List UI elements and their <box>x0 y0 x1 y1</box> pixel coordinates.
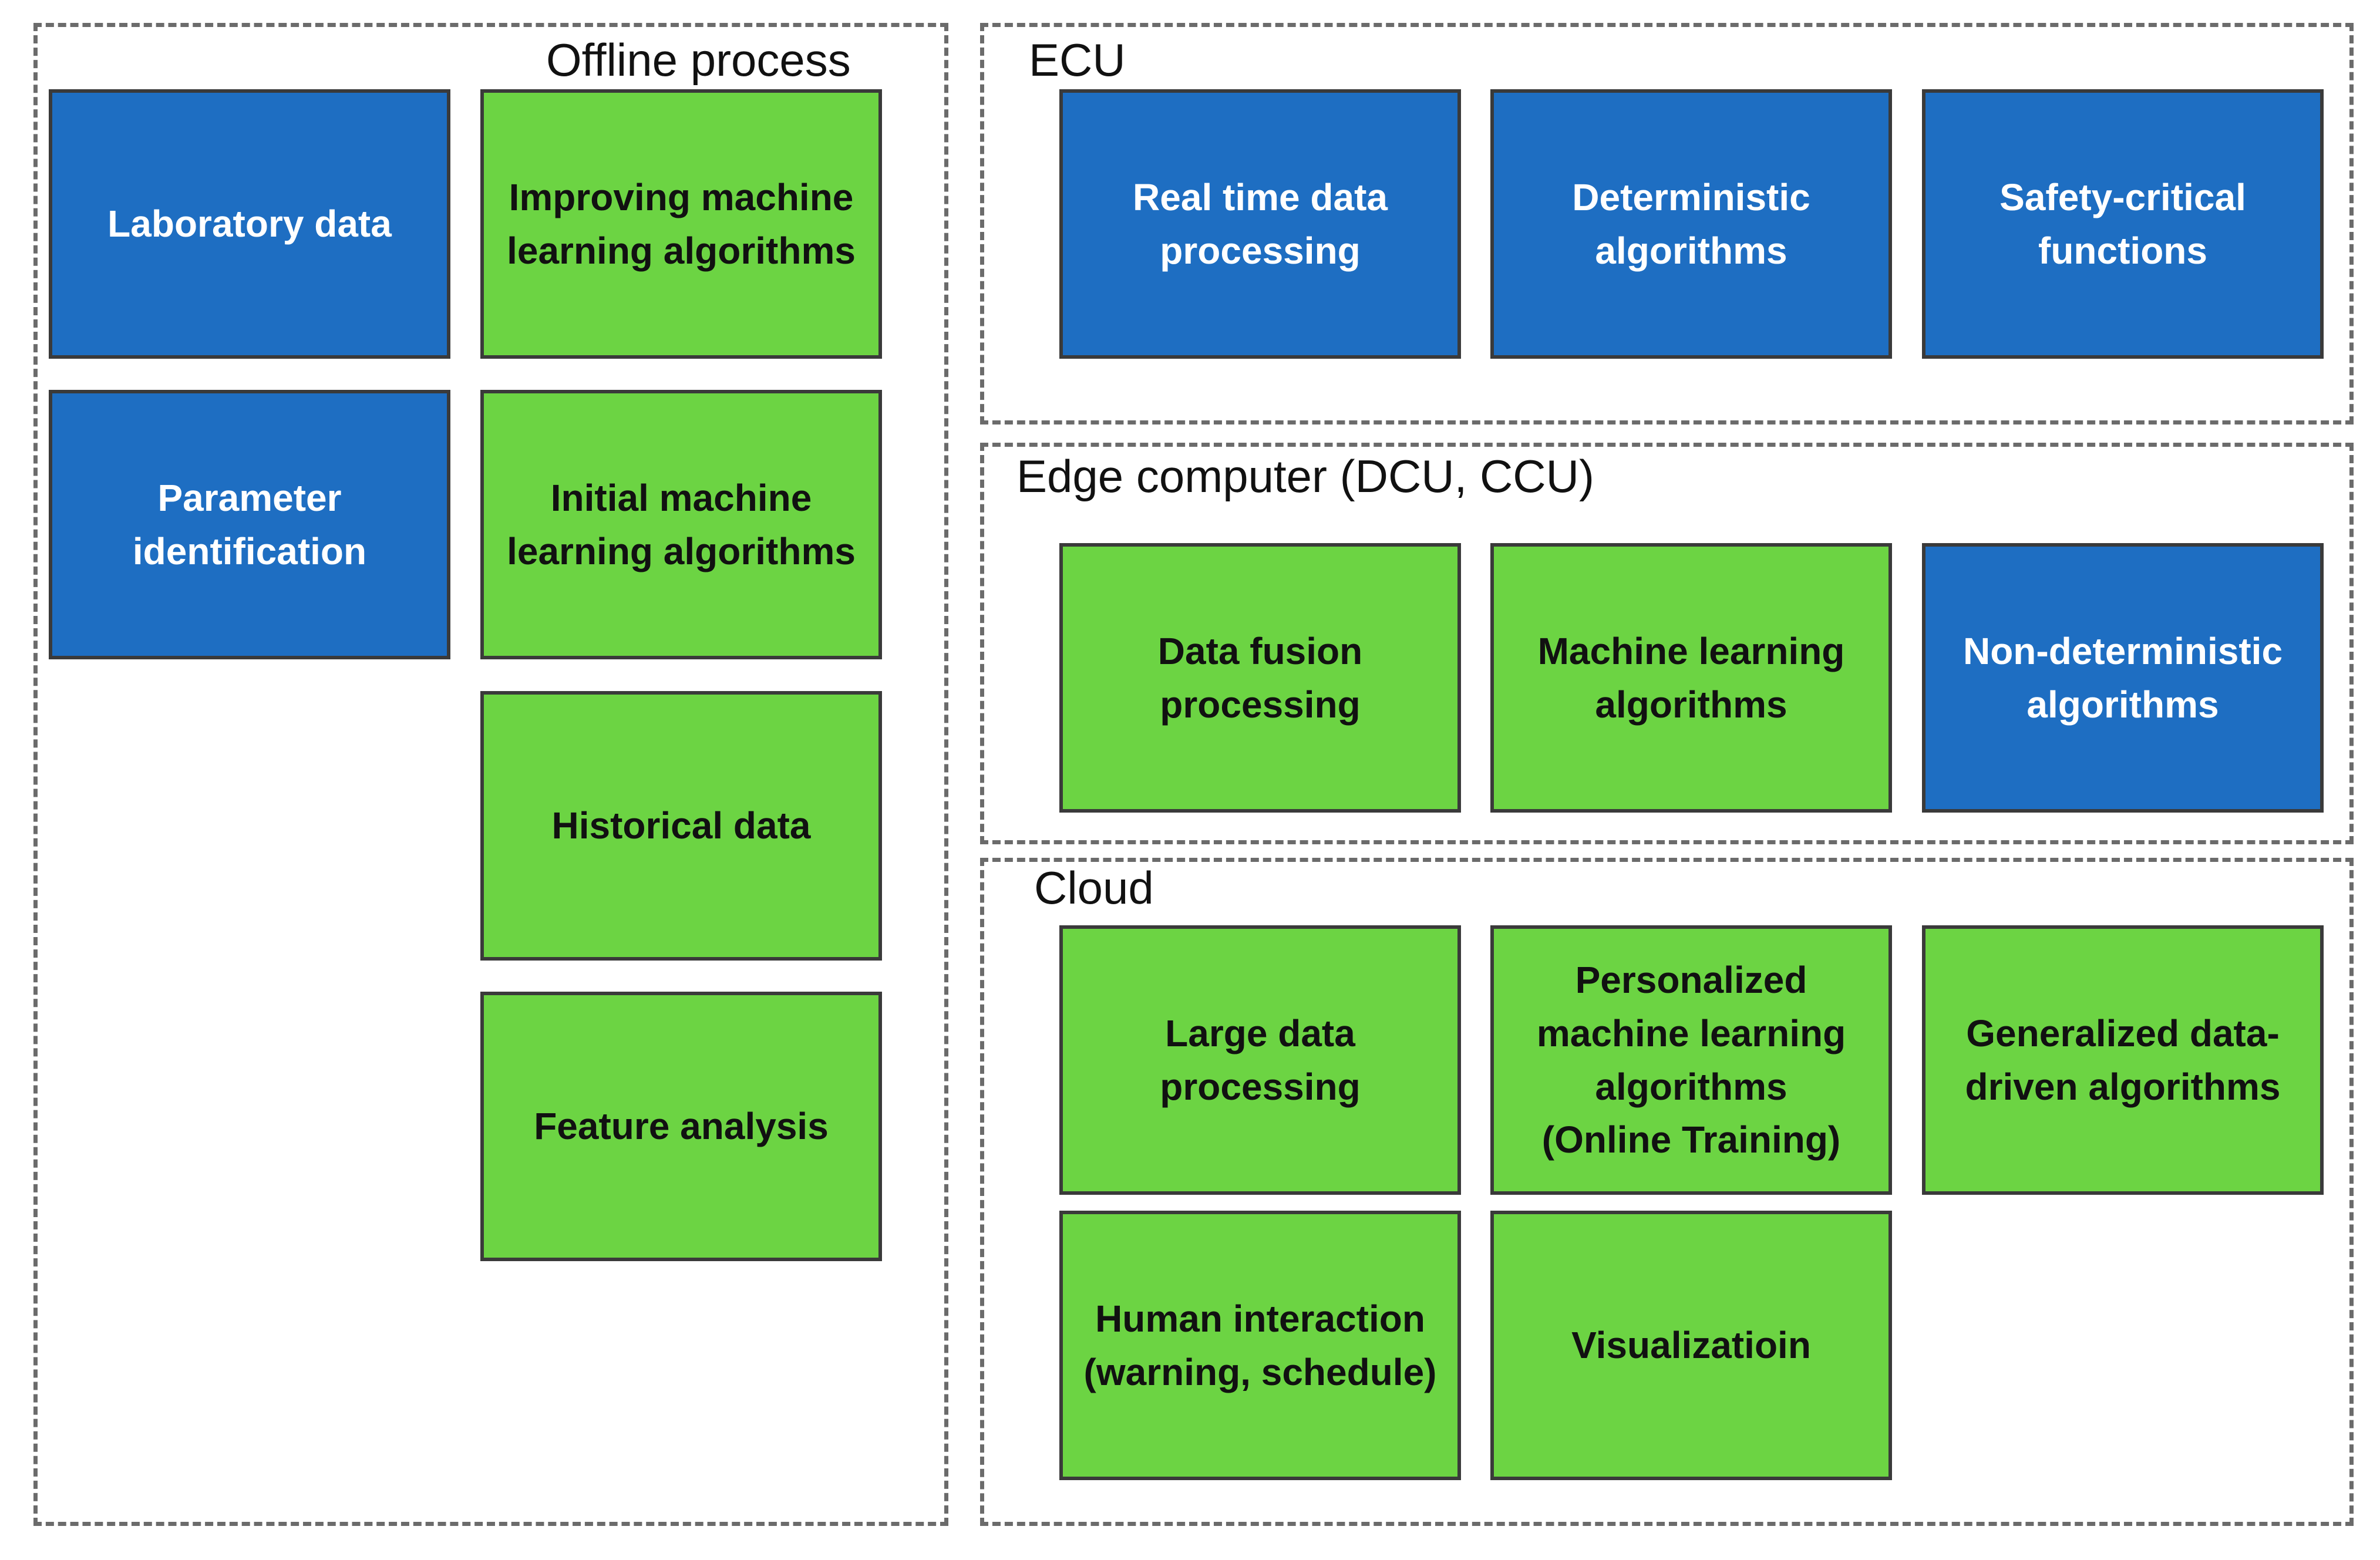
generalized-data-driven-algorithms-box: Generalized data- driven algorithms <box>1922 925 2324 1195</box>
box-label: Data fusion processing <box>1157 629 1363 726</box>
visualization-box: Visualizatioin <box>1490 1211 1892 1480</box>
box-label: Human interaction (warning, schedule) <box>1083 1297 1437 1393</box>
offline-process-group <box>33 23 948 1526</box>
parameter-identification-box: Parameter identification <box>49 390 450 659</box>
box-label: Parameter identification <box>132 476 367 572</box>
ecu-title: ECU <box>1029 34 1126 86</box>
historical-data-box: Historical data <box>480 691 882 961</box>
box-label: Large data processing <box>1160 1012 1361 1108</box>
cloud-title: Cloud <box>1034 862 1154 914</box>
real-time-data-processing-box: Real time data processing <box>1059 89 1461 359</box>
edge-computer-group <box>980 443 2354 844</box>
personalized-ml-algorithms-box: Personalized machine learning algorithms… <box>1490 925 1892 1195</box>
initial-ml-algorithms-box: Initial machine learning algorithms <box>480 390 882 659</box>
laboratory-data-box: Laboratory data <box>49 89 450 359</box>
cloud-group <box>980 858 2354 1526</box>
box-label: Deterministic algorithms <box>1572 176 1810 272</box>
offline-process-title: Offline process <box>546 34 851 86</box>
box-label: Laboratory data <box>107 203 392 245</box>
human-interaction-box: Human interaction (warning, schedule) <box>1059 1211 1461 1480</box>
non-deterministic-algorithms-box: Non-deterministic algorithms <box>1922 543 2324 813</box>
box-label: Non-deterministic algorithms <box>1962 629 2283 726</box>
box-label: Machine learning algorithms <box>1537 629 1845 726</box>
box-label: Safety-critical functions <box>1999 176 2246 272</box>
box-label: Real time data processing <box>1133 176 1388 272</box>
box-label: Visualizatioin <box>1571 1324 1811 1367</box>
box-label: Improving machine learning algorithms <box>507 176 856 272</box>
large-data-processing-box: Large data processing <box>1059 925 1461 1195</box>
improving-ml-algorithms-box: Improving machine learning algorithms <box>480 89 882 359</box>
box-label: Initial machine learning algorithms <box>507 476 856 572</box>
data-fusion-processing-box: Data fusion processing <box>1059 543 1461 813</box>
feature-analysis-box: Feature analysis <box>480 992 882 1261</box>
box-label: Generalized data- driven algorithms <box>1965 1012 2281 1108</box>
edge-computer-title: Edge computer (DCU, CCU) <box>1016 450 1594 502</box>
machine-learning-algorithms-box: Machine learning algorithms <box>1490 543 1892 813</box>
box-label: Feature analysis <box>534 1105 829 1148</box>
box-label: Personalized machine learning algorithms… <box>1536 958 1846 1161</box>
safety-critical-functions-box: Safety-critical functions <box>1922 89 2324 359</box>
ecu-group <box>980 23 2354 424</box>
box-label: Historical data <box>551 804 811 847</box>
deterministic-algorithms-box: Deterministic algorithms <box>1490 89 1892 359</box>
